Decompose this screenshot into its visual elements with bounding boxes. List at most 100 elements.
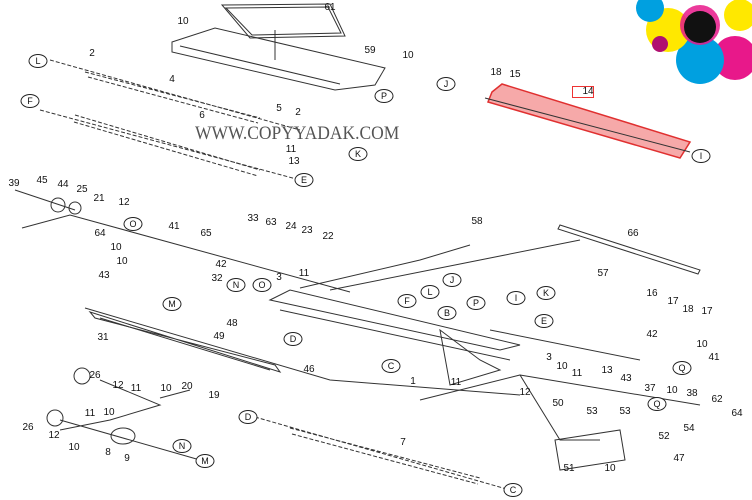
part-number-label: 44 — [57, 179, 69, 190]
part-number-label: 17 — [701, 306, 713, 317]
part-number-label: 59 — [364, 45, 376, 56]
callout-letter: E — [534, 314, 554, 328]
part-number-label: 26 — [89, 370, 101, 381]
part-number-label: 26 — [22, 422, 34, 433]
part-number-label: 10 — [402, 50, 414, 61]
shaft-part-4 — [49, 59, 301, 131]
gear-part-44 — [50, 197, 66, 213]
part-number-label: 2 — [295, 107, 301, 118]
part-number-label: 58 — [471, 216, 483, 227]
carriage-assembly — [299, 239, 581, 386]
part-number-label: 3 — [276, 272, 282, 283]
callout-letter: F — [20, 94, 40, 108]
part-number-label: 53 — [619, 406, 631, 417]
part-number-label: 38 — [686, 388, 698, 399]
rod-part-66 — [557, 224, 701, 275]
callout-letter: J — [436, 77, 456, 91]
part-number-label: 10 — [556, 361, 568, 372]
part-number-label: 33 — [247, 213, 259, 224]
watermark: WWW.COPYYADAK.COM — [195, 123, 400, 144]
part-number-label: 50 — [552, 398, 564, 409]
callout-letter: I — [691, 149, 711, 163]
part-number-label: 51 — [563, 463, 575, 474]
tray-part-59 — [171, 27, 386, 91]
color-circles-logo — [636, 0, 752, 84]
part-number-label: 20 — [181, 381, 193, 392]
part-number-label: 22 — [322, 231, 334, 242]
part-number-label: 25 — [76, 184, 88, 195]
callout-letter: O — [252, 278, 272, 292]
callout-letter: C — [381, 359, 401, 373]
callout-letter: Q — [672, 361, 692, 375]
part-number-label: 41 — [168, 221, 180, 232]
part-number-label: 64 — [94, 228, 106, 239]
part-number-label: 43 — [98, 270, 110, 281]
callout-letter: L — [28, 54, 48, 68]
part-number-label: 19 — [208, 390, 220, 401]
part-number-label: 57 — [597, 268, 609, 279]
part-number-label: 10 — [666, 385, 678, 396]
part-number-label: 23 — [301, 225, 313, 236]
callout-letter: M — [162, 297, 182, 311]
part-number-label: 10 — [160, 383, 172, 394]
part-number-label: 16 — [646, 288, 658, 299]
callout-letter: D — [283, 332, 303, 346]
part-number-label: 43 — [620, 373, 632, 384]
gear-part-26b — [46, 409, 64, 427]
callout-letter: K — [536, 286, 556, 300]
bracket-part-51 — [554, 429, 626, 471]
part-number-label: 21 — [93, 193, 105, 204]
part-number-label: 47 — [673, 453, 685, 464]
part-number-label: 10 — [696, 339, 708, 350]
part-number-label: 52 — [658, 431, 670, 442]
part-number-label: 12 — [118, 197, 130, 208]
part-number-label: 11 — [130, 383, 142, 394]
part-number-label: 5 — [276, 103, 282, 114]
part-number-label: 11 — [571, 368, 583, 379]
part-number-label: 45 — [36, 175, 48, 186]
callout-letter: D — [238, 410, 258, 424]
callout-letter: J — [442, 273, 462, 287]
part-number-label: 42 — [646, 329, 658, 340]
part-number-label: 32 — [211, 273, 223, 284]
shaft-part-6 — [39, 109, 301, 181]
part-number-label: 11 — [285, 144, 297, 155]
callout-letter: F — [397, 294, 417, 308]
part-number-label: 17 — [667, 296, 679, 307]
callout-letter: Q — [647, 397, 667, 411]
callout-letter: N — [172, 439, 192, 453]
part-number-label: 15 — [509, 69, 521, 80]
part-number-label: 12 — [48, 430, 60, 441]
part-number-label: 24 — [285, 221, 297, 232]
part-number-label: 11 — [298, 268, 310, 279]
part-number-label: 48 — [226, 318, 238, 329]
part-number-label: 8 — [105, 447, 111, 458]
part-number-label: 12 — [112, 380, 124, 391]
part-number-label: 4 — [169, 74, 175, 85]
part-number-label: 10 — [177, 16, 189, 27]
part-number-label: 18 — [682, 304, 694, 315]
part-number-label: 14 — [582, 86, 594, 97]
callout-letter: M — [195, 454, 215, 468]
part-number-label: 61 — [324, 2, 336, 13]
part-number-label: 63 — [265, 217, 277, 228]
callout-letter: N — [226, 278, 246, 292]
gear-part-26 — [73, 367, 91, 385]
part-number-label: 41 — [708, 352, 720, 363]
highlight-box — [572, 86, 594, 98]
part-number-label: 62 — [711, 394, 723, 405]
shaft-part-7 — [254, 416, 511, 491]
part-number-label: 7 — [400, 437, 406, 448]
part-number-label: 66 — [627, 228, 639, 239]
callout-letter: I — [506, 291, 526, 305]
callout-letter: O — [123, 217, 143, 231]
part-number-label: 2 — [89, 48, 95, 59]
part-number-label: 10 — [103, 407, 115, 418]
part-number-label: 10 — [116, 256, 128, 267]
part-number-label: 46 — [303, 364, 315, 375]
carriage-rail — [268, 289, 521, 361]
part-number-label: 3 — [546, 352, 552, 363]
roller-part-14 — [484, 83, 692, 159]
part-number-label: 10 — [604, 463, 616, 474]
